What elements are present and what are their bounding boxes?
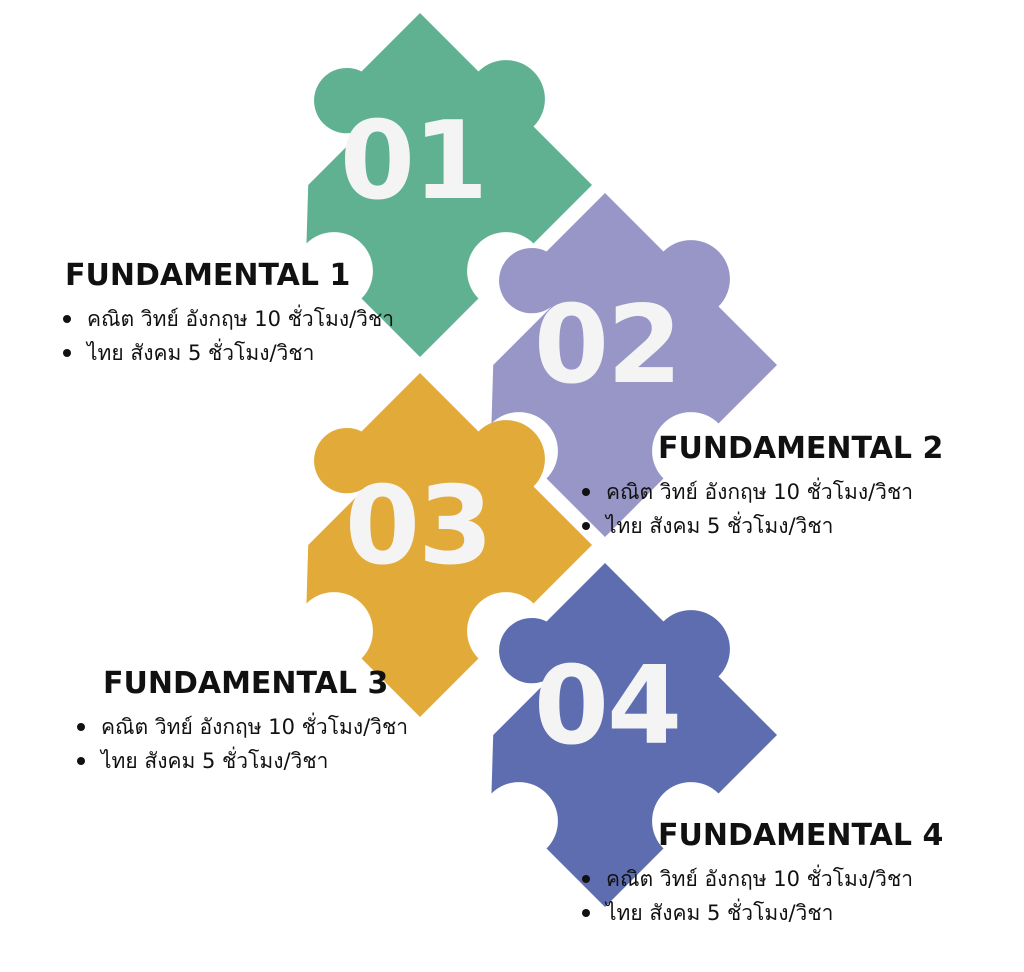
bullet-icon xyxy=(582,522,590,530)
list-item: คณิต วิทย์ อังกฤษ 10 ชั่วโมง/วิชา xyxy=(580,475,943,509)
bullet-icon xyxy=(582,488,590,496)
bullet-icon xyxy=(77,757,85,765)
fundamental-block-3: FUNDAMENTAL 3 คณิต วิทย์ อังกฤษ 10 ชั่วโ… xyxy=(77,666,408,778)
list-item-text: ไทย สังคม 5 ชั่วโมง/วิชา xyxy=(606,901,834,925)
fundamental-list-2: คณิต วิทย์ อังกฤษ 10 ชั่วโมง/วิชา ไทย สั… xyxy=(580,475,943,543)
fundamental-title-2: FUNDAMENTAL 2 xyxy=(658,431,944,466)
bullet-icon xyxy=(582,875,590,883)
fundamental-list-3: คณิต วิทย์ อังกฤษ 10 ชั่วโมง/วิชา ไทย สั… xyxy=(75,710,408,778)
list-item-text: คณิต วิทย์ อังกฤษ 10 ชั่วโมง/วิชา xyxy=(606,867,914,891)
fundamental-block-4: FUNDAMENTAL 4 คณิต วิทย์ อังกฤษ 10 ชั่วโ… xyxy=(582,818,944,930)
list-item-text: ไทย สังคม 5 ชั่วโมง/วิชา xyxy=(101,749,329,773)
fundamental-title-1: FUNDAMENTAL 1 xyxy=(65,258,351,293)
fundamental-list-4: คณิต วิทย์ อังกฤษ 10 ชั่วโมง/วิชา ไทย สั… xyxy=(580,862,943,930)
fundamental-block-1: FUNDAMENTAL 1 คณิต วิทย์ อังกฤษ 10 ชั่วโ… xyxy=(63,258,394,370)
bullet-icon xyxy=(77,723,85,731)
list-item: ไทย สังคม 5 ชั่วโมง/วิชา xyxy=(580,896,943,930)
fundamental-title-4: FUNDAMENTAL 4 xyxy=(658,818,944,853)
list-item: คณิต วิทย์ อังกฤษ 10 ชั่วโมง/วิชา xyxy=(580,862,943,896)
piece-number-01: 01 xyxy=(340,99,486,224)
list-item: คณิต วิทย์ อังกฤษ 10 ชั่วโมง/วิชา xyxy=(75,710,408,744)
piece-number-02: 02 xyxy=(534,283,680,408)
list-item-text: คณิต วิทย์ อังกฤษ 10 ชั่วโมง/วิชา xyxy=(87,307,395,331)
bullet-icon xyxy=(63,315,71,323)
bullet-icon xyxy=(63,349,71,357)
fundamental-title-3: FUNDAMENTAL 3 xyxy=(103,666,389,701)
fundamental-block-2: FUNDAMENTAL 2 คณิต วิทย์ อังกฤษ 10 ชั่วโ… xyxy=(582,431,944,543)
piece-number-03: 03 xyxy=(345,464,491,589)
list-item: ไทย สังคม 5 ชั่วโมง/วิชา xyxy=(61,336,394,370)
list-item: ไทย สังคม 5 ชั่วโมง/วิชา xyxy=(580,509,943,543)
piece-number-04: 04 xyxy=(534,644,680,769)
bullet-icon xyxy=(582,909,590,917)
list-item: คณิต วิทย์ อังกฤษ 10 ชั่วโมง/วิชา xyxy=(61,302,394,336)
list-item-text: คณิต วิทย์ อังกฤษ 10 ชั่วโมง/วิชา xyxy=(101,715,409,739)
list-item-text: ไทย สังคม 5 ชั่วโมง/วิชา xyxy=(87,341,315,365)
list-item-text: คณิต วิทย์ อังกฤษ 10 ชั่วโมง/วิชา xyxy=(606,480,914,504)
list-item: ไทย สังคม 5 ชั่วโมง/วิชา xyxy=(75,744,408,778)
list-item-text: ไทย สังคม 5 ชั่วโมง/วิชา xyxy=(606,514,834,538)
fundamental-list-1: คณิต วิทย์ อังกฤษ 10 ชั่วโมง/วิชา ไทย สั… xyxy=(61,302,394,370)
